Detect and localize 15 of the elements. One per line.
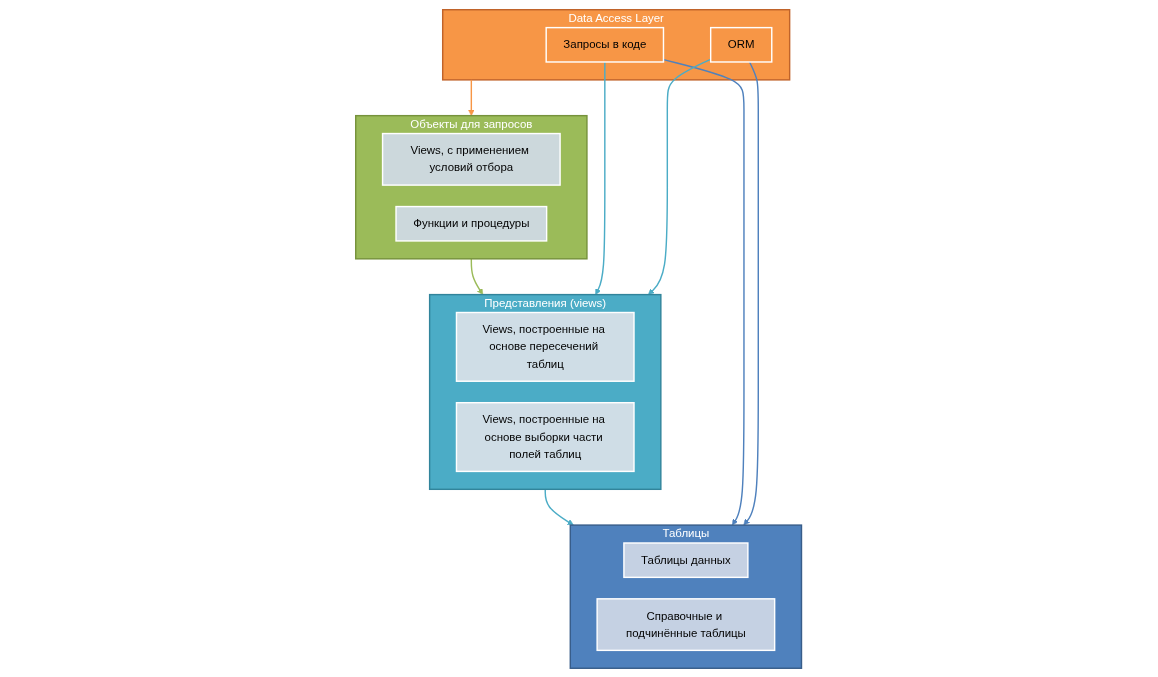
- arrow: [648, 58, 712, 295]
- node-box: Views, с применением условий отбора: [382, 132, 562, 186]
- node-box: Функции и процедуры: [395, 205, 548, 242]
- arrow: [471, 257, 484, 295]
- node-box: Запросы в коде: [545, 26, 665, 63]
- arrow: [663, 58, 746, 525]
- node-box: Views, построенные на основе выборки части полей таблиц: [456, 401, 636, 472]
- arrow: [544, 488, 575, 525]
- node-box: Views, построенные на основе пересечений таблиц: [456, 311, 636, 382]
- node-box: Справочные и подчинённые таблицы: [596, 597, 776, 651]
- node-box: Таблицы данных: [623, 541, 749, 578]
- arrow: [595, 60, 606, 295]
- arrow: [468, 78, 475, 116]
- node-box: ORM: [710, 26, 773, 63]
- arrow: [743, 60, 760, 525]
